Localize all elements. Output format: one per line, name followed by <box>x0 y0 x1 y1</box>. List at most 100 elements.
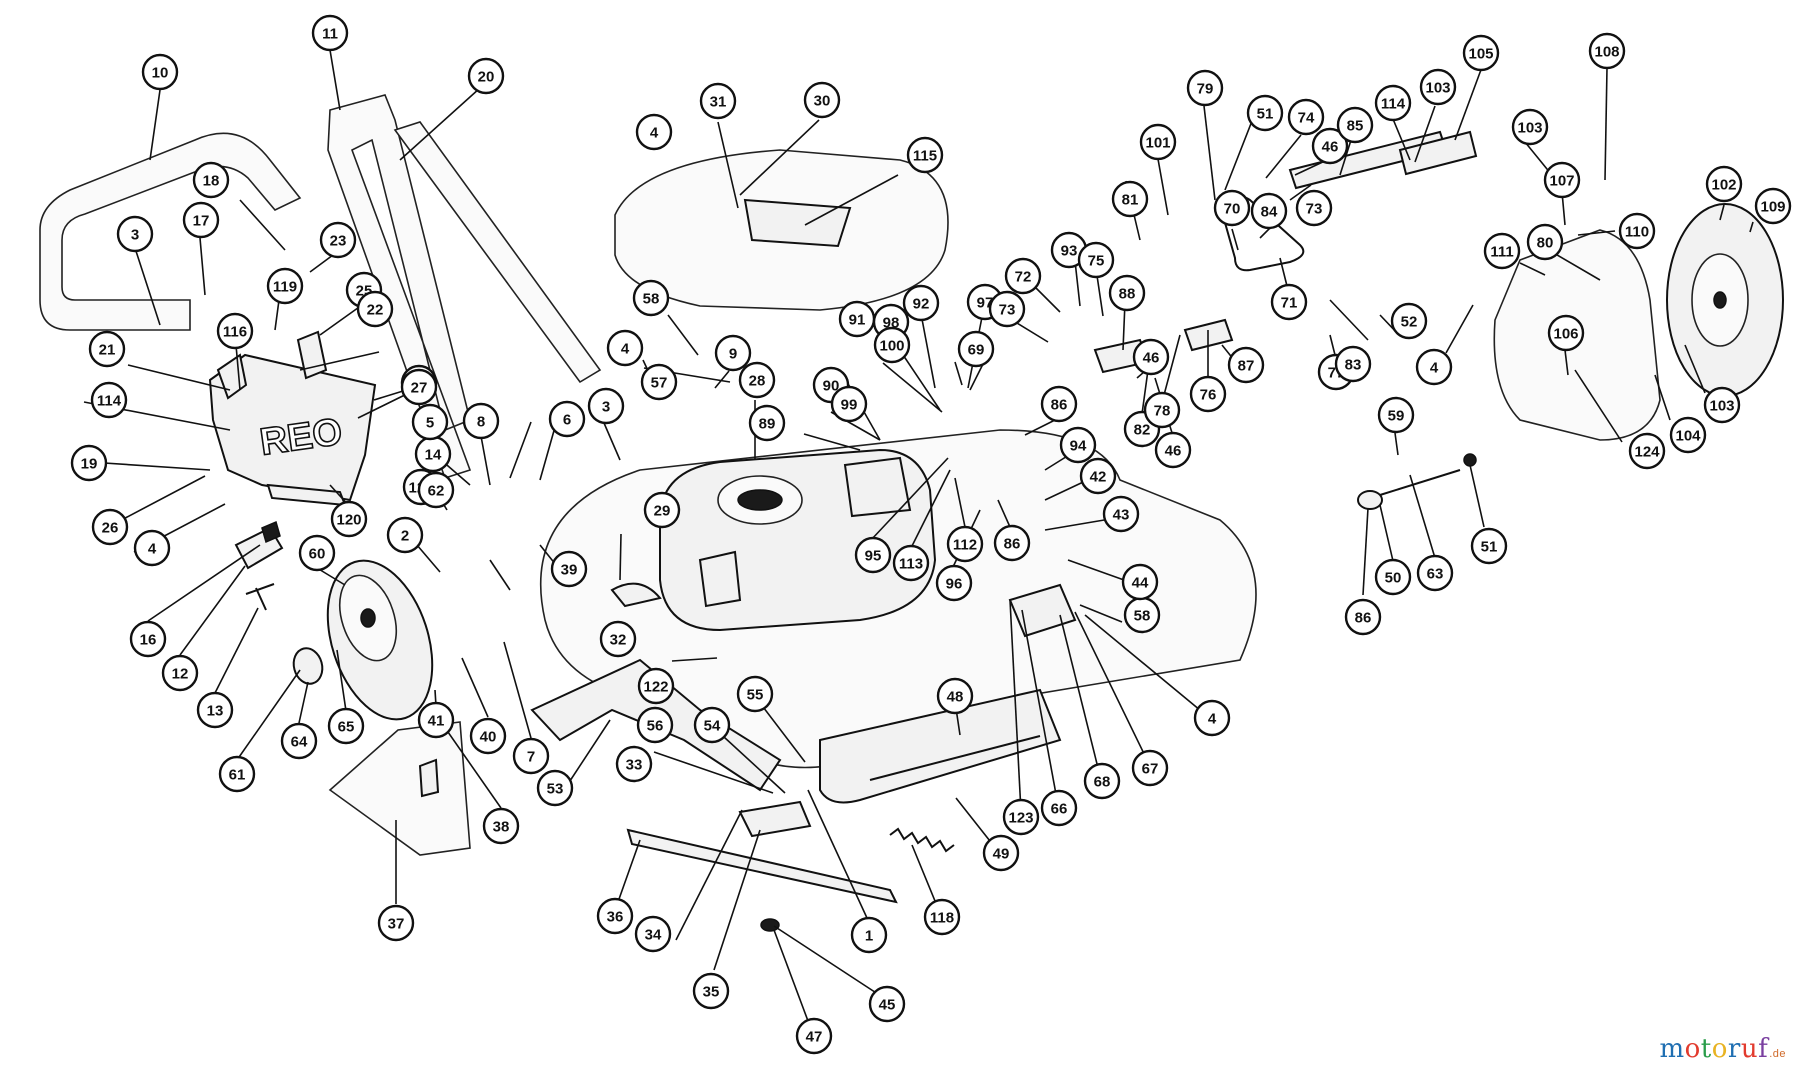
callout-circle <box>1083 762 1121 800</box>
callout-circle <box>1121 563 1159 601</box>
callout-part-73: 73 <box>988 290 1026 328</box>
callout-number: 13 <box>207 703 224 720</box>
leader-line <box>1749 221 1754 233</box>
callout-circle <box>1189 375 1227 413</box>
callout-circle <box>1079 457 1117 495</box>
engine-fuel-tank <box>843 456 912 518</box>
leader-line <box>399 87 481 161</box>
callout-part-46: 46 <box>1311 127 1349 165</box>
callout-number: 56 <box>647 718 664 735</box>
callout-part-76: 76 <box>1189 375 1227 413</box>
callout-circle <box>536 769 574 807</box>
callout-part-19: 19 <box>70 444 108 482</box>
callout-part-30: 30 <box>803 81 841 119</box>
callout-number: 10 <box>152 65 169 82</box>
callout-part-52: 52 <box>1390 302 1428 340</box>
callout-number: 59 <box>1388 408 1405 425</box>
leader-line <box>1163 334 1181 396</box>
leader-line <box>713 829 761 971</box>
callout-number: 45 <box>879 997 896 1014</box>
leader-line <box>1231 228 1239 251</box>
leader-line <box>214 607 259 694</box>
callout-part-4: 4 <box>133 529 171 567</box>
callout-part-32: 32 <box>599 620 637 658</box>
leader-line <box>489 559 511 591</box>
callout-number: 81 <box>1122 192 1139 209</box>
callout-part-1: 1 <box>850 916 888 954</box>
watermark-letter: o <box>1711 1034 1728 1064</box>
callout-circle <box>1143 391 1181 429</box>
callout-circle <box>1002 798 1040 836</box>
callout-part-3: 3 <box>587 387 625 425</box>
leader-line <box>1519 262 1546 276</box>
callout-number: 35 <box>703 984 720 1001</box>
deck-skirt <box>819 688 1062 804</box>
blade-adapter <box>738 800 812 838</box>
callout-number: 68 <box>1094 774 1111 791</box>
callout-part-49: 49 <box>982 834 1020 872</box>
callout-circle <box>1077 241 1115 279</box>
leader-line <box>997 499 1011 528</box>
leader-line <box>804 174 899 226</box>
callout-part-61: 61 <box>218 755 256 793</box>
callout-circle <box>1705 165 1743 203</box>
leader-line <box>870 457 949 541</box>
callout-number: 8 <box>477 414 485 431</box>
callout-part-119: 119 <box>266 267 304 305</box>
callout-number: 27 <box>411 380 428 397</box>
callout-part-99: 99 <box>830 385 868 423</box>
callout-part-123: 123 <box>1002 798 1040 836</box>
callout-number: 61 <box>229 767 246 784</box>
leader-line <box>1203 105 1216 201</box>
callout-part-54: 54 <box>693 706 731 744</box>
callout-number: 48 <box>947 689 964 706</box>
leader-line <box>773 925 888 1001</box>
callout-part-27: 27 <box>400 368 438 406</box>
callout-circle <box>280 722 318 760</box>
callout-circle <box>1059 426 1097 464</box>
control-panel <box>208 353 377 502</box>
callout-circle <box>116 215 154 253</box>
leader-line <box>1564 349 1569 376</box>
callout-circle <box>1543 161 1581 199</box>
leader-line <box>1294 159 1328 176</box>
callout-part-42: 42 <box>1079 457 1117 495</box>
callout-number: 114 <box>1381 96 1406 113</box>
leader-line <box>1289 184 1312 201</box>
callout-number: 111 <box>1490 244 1513 261</box>
callout-number: 46 <box>1143 350 1160 367</box>
callout-circle <box>400 368 438 406</box>
callout-number: 7 <box>527 749 535 766</box>
callout-circle <box>643 491 681 529</box>
callout-circle <box>1213 189 1251 227</box>
leader-line <box>1551 251 1601 281</box>
callout-part-12: 12 <box>161 654 199 692</box>
callout-circle <box>1483 232 1521 270</box>
leader-line <box>954 477 966 528</box>
callout-number: 106 <box>1553 326 1578 343</box>
callout-circle <box>1132 338 1170 376</box>
callout-number: 78 <box>1154 403 1171 420</box>
leader-line <box>509 421 532 479</box>
callout-number: 43 <box>1113 507 1130 524</box>
callout-circle <box>714 334 752 372</box>
callout-number: 124 <box>1634 444 1660 461</box>
callout-part-85: 85 <box>1336 106 1374 144</box>
callout-part-122: 122 <box>637 667 675 705</box>
callout-number: 104 <box>1675 428 1701 445</box>
callout-part-103: 103 <box>1703 386 1741 424</box>
callout-part-21: 21 <box>88 330 126 368</box>
callout-number: 103 <box>1517 120 1542 137</box>
callout-part-94: 94 <box>1059 426 1097 464</box>
leader-line <box>127 364 231 391</box>
callout-part-45: 45 <box>868 985 906 1023</box>
leader-line <box>1445 304 1474 354</box>
callout-circle <box>1186 69 1224 107</box>
callout-number: 12 <box>172 666 189 683</box>
callout-circle <box>1102 495 1140 533</box>
watermark-letter: f <box>1758 1034 1769 1064</box>
callout-part-95: 95 <box>854 536 892 574</box>
callout-number: 79 <box>1197 81 1214 98</box>
callout-number: 85 <box>1347 118 1364 135</box>
callout-circle <box>1108 274 1146 312</box>
